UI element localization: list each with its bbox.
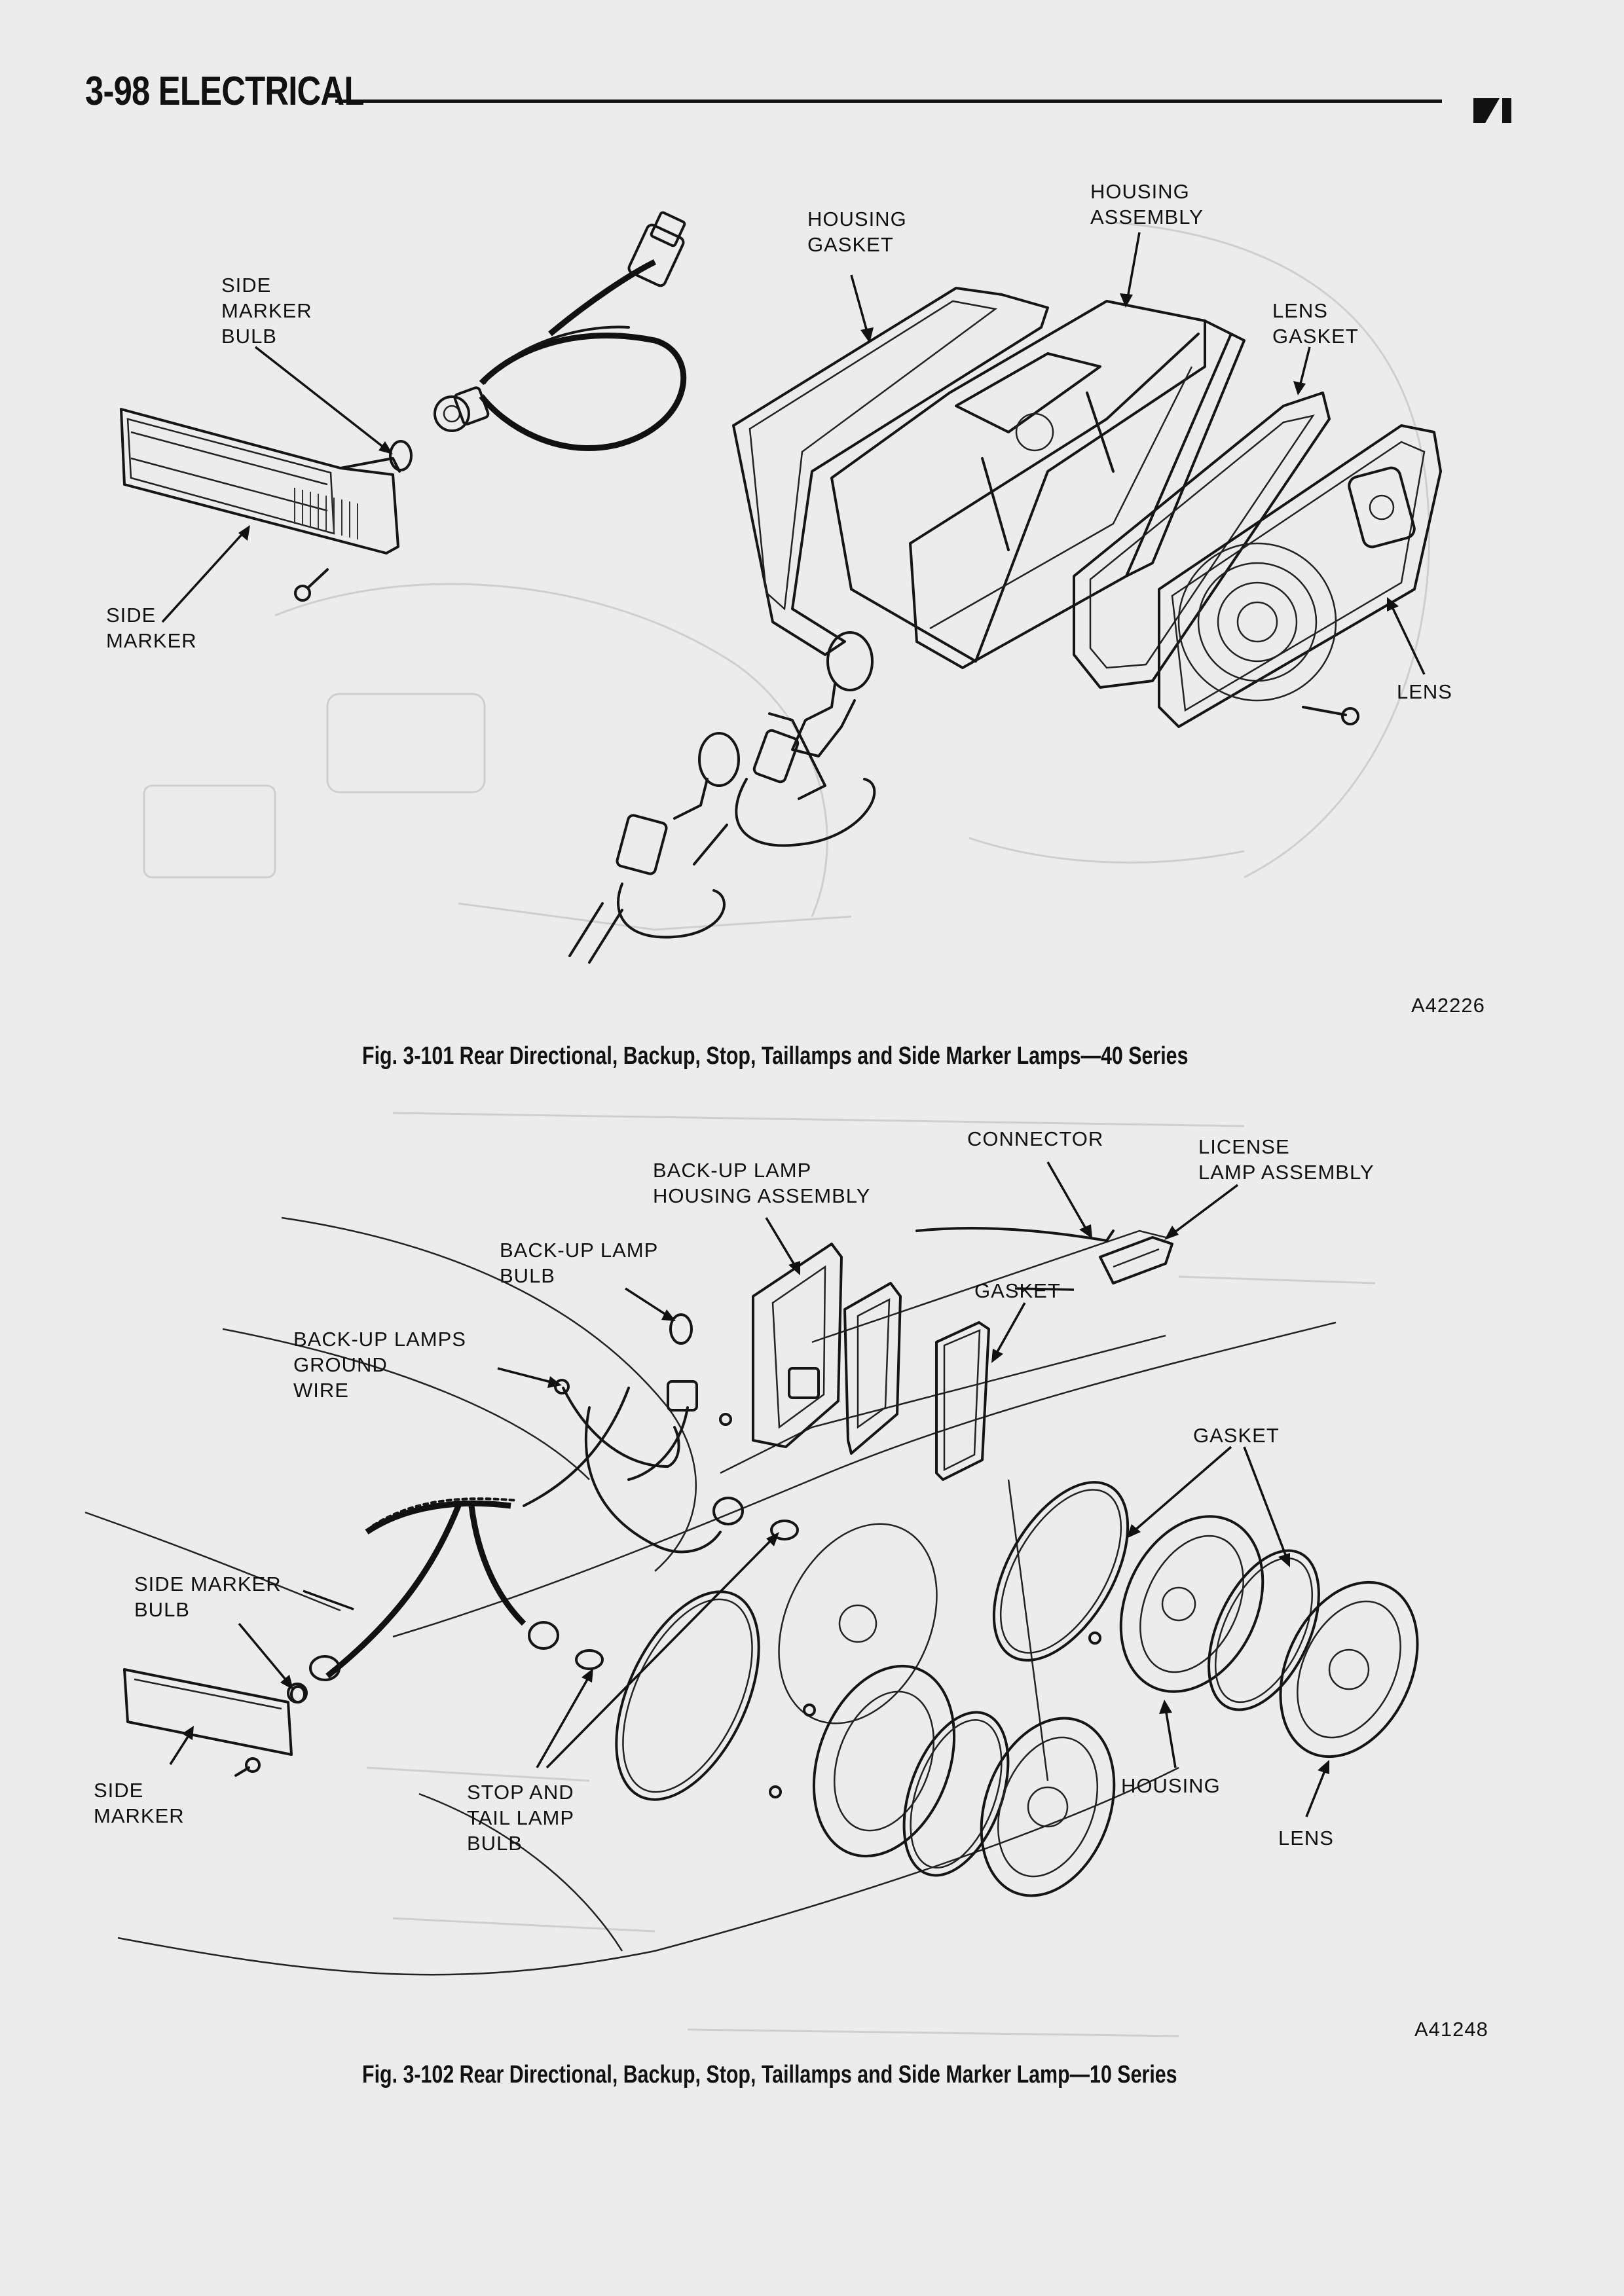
figure-number-a42226: A42226 xyxy=(1411,994,1485,1017)
housing-assembly xyxy=(830,300,1246,669)
side-marker-screw xyxy=(294,568,329,602)
stop-tail-bulb-sockets xyxy=(528,1497,799,1670)
lens-screw xyxy=(1302,706,1359,725)
tail-lamp-lens xyxy=(1158,424,1442,728)
side-marker-bulb-socket xyxy=(389,211,687,471)
backup-lamp-bulb xyxy=(627,1313,732,1481)
side-marker-lens xyxy=(120,408,401,555)
side-marker-lens-2 xyxy=(123,1668,308,1777)
section-header: 3-98 ELECTRICAL xyxy=(85,69,364,114)
vehicle-body-outline xyxy=(84,1216,1337,1976)
housing-gasket xyxy=(732,287,1049,656)
tail-lamp-right-group xyxy=(992,1481,1419,1758)
header-rule xyxy=(335,100,1442,103)
caption-fig-3-101: Fig. 3-101 Rear Directional, Backup, Sto… xyxy=(362,1042,1189,1070)
label-lens-2: LENS xyxy=(1278,1827,1334,1850)
wiring-harness xyxy=(325,1387,722,1679)
bleed-through-ghost-2 xyxy=(366,1112,1376,2037)
license-lamp-assembly xyxy=(1099,1236,1173,1285)
caption-fig-3-102: Fig. 3-102 Rear Directional, Backup, Sto… xyxy=(362,2061,1177,2088)
bleed-through-ghost xyxy=(143,221,1430,931)
backup-lamp-gasket xyxy=(935,1321,990,1481)
label-lens: LENS xyxy=(1397,680,1452,703)
tail-lamp-bulbs xyxy=(568,631,876,964)
label-housing: HOUSING xyxy=(1121,1774,1221,1797)
backup-lamp-housing xyxy=(752,1243,902,1455)
label-gasket-upper: GASKET xyxy=(974,1279,1061,1302)
tail-lamp-left-group xyxy=(615,1523,1116,1897)
section-tab-icon xyxy=(1473,98,1511,123)
side-marker-bulb-socket-2 xyxy=(290,1655,341,1704)
connector-wire xyxy=(915,1226,1115,1242)
label-gasket-right: GASKET xyxy=(1193,1424,1280,1447)
figure-number-a41248: A41248 xyxy=(1414,2018,1488,2041)
fig102-leaders xyxy=(169,1161,1329,1817)
label-connector: CONNECTOR xyxy=(967,1127,1103,1150)
ground-wire-terminal xyxy=(554,1379,570,1394)
fig101-leaders xyxy=(161,232,1426,675)
